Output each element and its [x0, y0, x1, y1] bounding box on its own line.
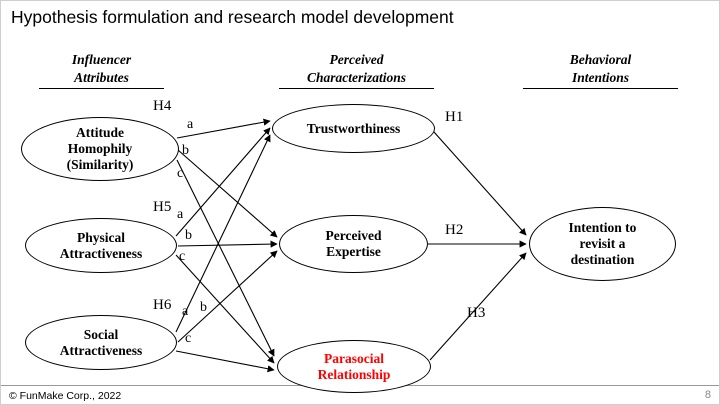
sub-label-h5c: c — [179, 249, 186, 264]
hypothesis-label-h4: H4 — [153, 98, 172, 114]
arrow-h4b — [177, 149, 278, 238]
column-header-influencer-attributes: Influencer Attributes — [39, 51, 164, 90]
sub-label-h6b: b — [200, 300, 207, 315]
arrow-h6b — [177, 250, 278, 343]
arrow-h4c — [176, 159, 275, 357]
sub-label-h6c: c — [185, 331, 192, 346]
arrow-h5b — [177, 240, 278, 248]
arrow-h5a — [175, 127, 271, 237]
arrow-h4a — [176, 118, 271, 139]
page-number: 8 — [704, 389, 711, 401]
node-social-attractiveness: Social Attractiveness — [25, 315, 177, 370]
column-header-behavioral-intentions: Behavioral Intentions — [523, 51, 678, 90]
node-intention-revisit: Intention to revisit a destination — [529, 207, 676, 281]
arrow-h6c — [175, 350, 275, 373]
arrow-h3 — [429, 252, 527, 361]
hypothesis-label-h6: H6 — [153, 297, 172, 313]
hypothesis-label-h1: H1 — [445, 109, 464, 125]
node-perceived-expertise: Perceived Expertise — [279, 215, 428, 273]
sub-label-h4a: a — [187, 117, 194, 132]
sub-label-h4c: c — [177, 166, 184, 181]
node-trustworthiness: Trustworthiness — [272, 104, 435, 153]
copyright-text: © FunMake Corp., 2022 — [9, 390, 122, 402]
node-physical-attractiveness: Physical Attractiveness — [25, 218, 177, 273]
node-parasocial-relationship: Parasocial Relationship — [277, 340, 431, 393]
arrow-h6a — [175, 134, 271, 333]
arrow-h1 — [433, 131, 527, 236]
sub-label-h6a: a — [182, 304, 189, 319]
hypothesis-label-h2: H2 — [445, 222, 464, 238]
slide-title: Hypothesis formulation and research mode… — [11, 7, 454, 27]
hypothesis-label-h3: H3 — [467, 305, 486, 321]
sub-label-h5b: b — [185, 228, 192, 243]
hypothesis-label-h5: H5 — [153, 199, 172, 215]
sub-label-h4b: b — [182, 143, 189, 158]
arrow-h5c — [175, 254, 275, 364]
node-attitude-homophily: Attitude Homophily (Similarity) — [21, 117, 179, 181]
sub-label-h5a: a — [177, 207, 184, 222]
column-header-perceived-characterizations: Perceived Characterizations — [279, 51, 434, 90]
